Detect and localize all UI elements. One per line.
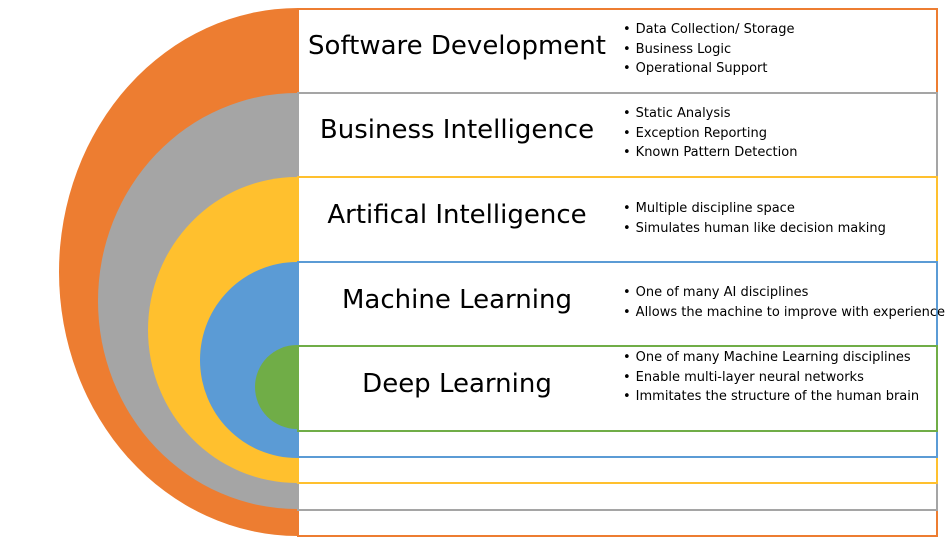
title-machine-learning: Machine Learning [342, 285, 572, 315]
bullet-item: Business Logic [623, 40, 795, 60]
title-deep-learning: Deep Learning [362, 369, 552, 399]
strip-business-intelligence [297, 482, 938, 511]
bullet-item: Immitates the structure of the human bra… [623, 387, 919, 407]
strip-software-development [297, 507, 938, 537]
bullets-artificial-intelligence: Multiple discipline space Simulates huma… [623, 199, 886, 238]
title-software-development: Software Development [308, 31, 606, 61]
bullet-item: Operational Support [623, 59, 795, 79]
strip-machine-learning [297, 430, 938, 458]
bullet-item: Enable multi-layer neural networks [623, 368, 919, 388]
bullet-item: One of many Machine Learning disciplines [623, 348, 919, 368]
bullet-item: Static Analysis [623, 104, 797, 124]
bullet-item: Data Collection/ Storage [623, 20, 795, 40]
bullet-item: Multiple discipline space [623, 199, 886, 219]
bullets-machine-learning: One of many AI disciplines Allows the ma… [623, 283, 945, 322]
title-business-intelligence: Business Intelligence [319, 115, 595, 145]
bullet-item: One of many AI disciplines [623, 283, 945, 303]
bullets-deep-learning: One of many Machine Learning disciplines… [623, 348, 919, 407]
row-software-development [297, 8, 938, 94]
strip-artificial-intelligence [297, 456, 938, 484]
bullets-business-intelligence: Static Analysis Exception Reporting Know… [623, 104, 798, 163]
bullet-item: Allows the machine to improve with exper… [623, 303, 945, 323]
bullet-item: Exception Reporting [623, 124, 797, 144]
bullets-software-development: Data Collection/ Storage Business Logic … [623, 20, 795, 79]
bullet-item: Known Pattern Detection [623, 143, 798, 163]
title-artificial-intelligence: Artifical Intelligence [327, 200, 587, 230]
bullet-item: Simulates human like decision making [623, 219, 886, 239]
